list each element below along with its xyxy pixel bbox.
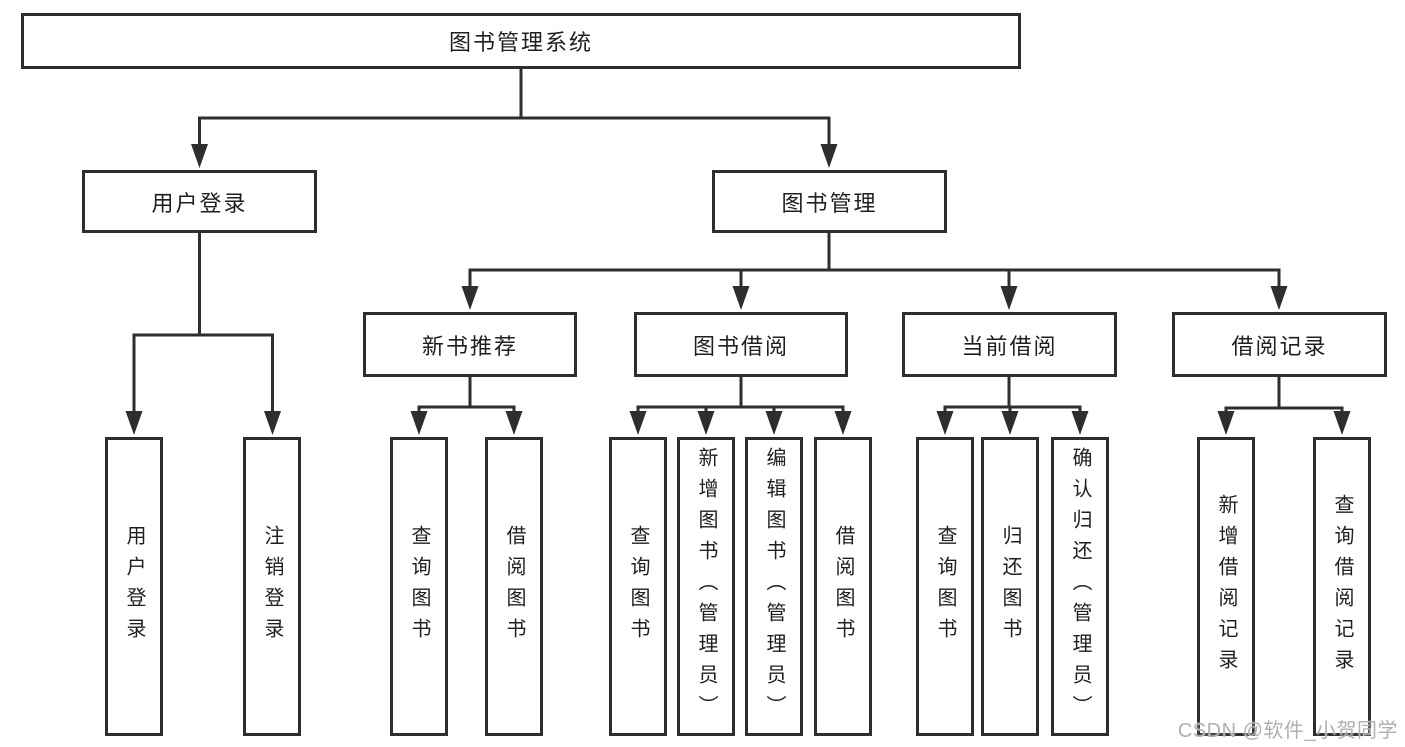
leaf-add-borrow-record: 新增借阅记录	[1197, 437, 1255, 736]
leaf-label: 借阅图书	[832, 524, 854, 649]
leaf-label: 查询图书	[934, 524, 956, 649]
leaf-label: 新增图书（管理员）	[695, 447, 717, 726]
leaf-logout: 注销登录	[243, 437, 301, 736]
leaf-edit-books-admin: 编辑图书（管理员）	[745, 437, 803, 736]
node-book-management: 图书管理	[712, 170, 947, 233]
node-current-borrow: 当前借阅	[902, 312, 1117, 377]
leaf-label: 归还图书	[999, 524, 1021, 649]
leaf-user-login: 用户登录	[105, 437, 163, 736]
leaf-label: 新增借阅记录	[1215, 493, 1237, 680]
leaf-label: 查询借阅记录	[1331, 493, 1353, 680]
csdn-watermark: CSDN @软件_小贺同学	[1177, 720, 1398, 742]
leaf-query-books-current: 查询图书	[916, 437, 974, 736]
leaf-query-books-borrow: 查询图书	[609, 437, 667, 736]
leaf-label: 编辑图书（管理员）	[763, 447, 785, 726]
node-root-system: 图书管理系统	[21, 13, 1021, 69]
leaf-borrow-books-recommend: 借阅图书	[485, 437, 543, 736]
leaf-label: 注销登录	[261, 524, 283, 649]
node-book-borrow: 图书借阅	[634, 312, 848, 377]
leaf-label: 用户登录	[123, 524, 145, 649]
leaf-borrow-books: 借阅图书	[814, 437, 872, 736]
leaf-return-books: 归还图书	[981, 437, 1039, 736]
leaf-add-books-admin: 新增图书（管理员）	[677, 437, 735, 736]
leaf-label: 借阅图书	[503, 524, 525, 649]
node-user-login: 用户登录	[82, 170, 317, 233]
leaf-label: 确认归还（管理员）	[1069, 447, 1091, 726]
node-new-book-recommend: 新书推荐	[363, 312, 577, 377]
node-borrow-records: 借阅记录	[1172, 312, 1387, 377]
leaf-label: 查询图书	[627, 524, 649, 649]
leaf-label: 查询图书	[408, 524, 430, 649]
leaf-confirm-return-admin: 确认归还（管理员）	[1051, 437, 1109, 736]
leaf-query-books-recommend: 查询图书	[390, 437, 448, 736]
leaf-query-borrow-record: 查询借阅记录	[1313, 437, 1371, 736]
